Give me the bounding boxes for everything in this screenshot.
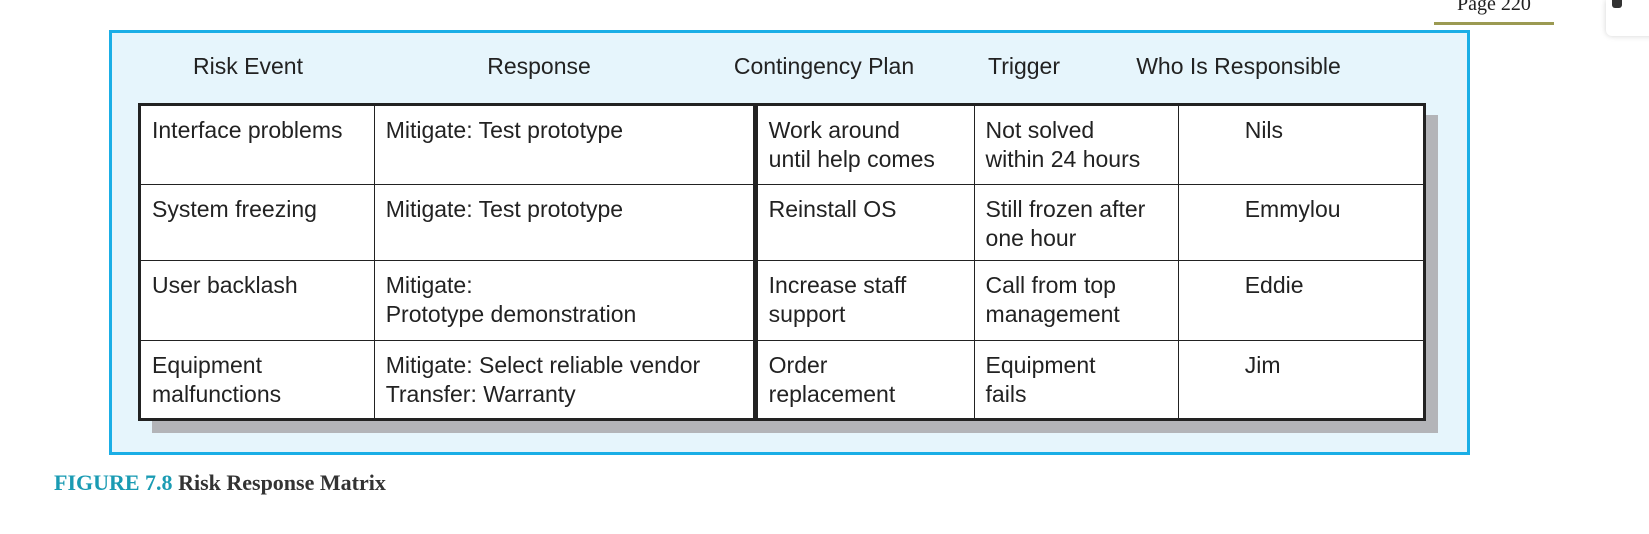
corner-widget[interactable] — [1606, 0, 1649, 36]
table-row: User backlash Mitigate: Prototype demons… — [139, 260, 1426, 341]
cell-who-is-responsible: Eddie — [1177, 260, 1426, 341]
corner-tool-icon — [1612, 0, 1622, 8]
header-who-is-responsible: Who Is Responsible — [1136, 53, 1341, 79]
figure-title: Risk Response Matrix — [178, 470, 386, 495]
cell-contingency-plan: Increase staff support — [752, 260, 975, 341]
table-row: System freezing Mitigate: Test prototype… — [139, 184, 1426, 262]
cell-contingency-plan: Work around until help comes — [752, 103, 975, 186]
cell-trigger: Equipment fails — [973, 339, 1179, 421]
cell-risk-event: System freezing — [139, 184, 375, 262]
figure-caption: FIGURE 7.8 Risk Response Matrix — [54, 468, 386, 498]
header-response: Response — [487, 53, 591, 79]
table-row: Equipment malfunctions Mitigate: Select … — [139, 339, 1426, 421]
cell-risk-event: Interface problems — [139, 103, 375, 186]
cell-who-is-responsible: Emmylou — [1177, 184, 1426, 262]
table-row: Interface problems Mitigate: Test protot… — [139, 103, 1426, 186]
cell-response: Mitigate: Test prototype — [373, 184, 756, 262]
cell-who-is-responsible: Jim — [1177, 339, 1426, 421]
cell-response: Mitigate: Prototype demonstration — [373, 260, 756, 341]
page-number: Page 220 — [1434, 0, 1554, 25]
header-contingency-plan: Contingency Plan — [733, 53, 915, 79]
cell-response: Mitigate: Test prototype — [373, 103, 756, 186]
risk-response-matrix: Interface problems Mitigate: Test protot… — [138, 103, 1426, 421]
cell-trigger: Call from top management — [973, 260, 1179, 341]
header-trigger: Trigger — [988, 53, 1060, 79]
figure-number: FIGURE 7.8 — [54, 470, 173, 495]
cell-trigger: Still frozen after one hour — [973, 184, 1179, 262]
cell-risk-event: Equipment malfunctions — [139, 339, 375, 421]
figure-panel: Risk Event Response Contingency Plan Tri… — [109, 30, 1470, 455]
cell-who-is-responsible: Nils — [1177, 103, 1426, 186]
cell-response: Mitigate: Select reliable vendor Transfe… — [373, 339, 756, 421]
cell-risk-event: User backlash — [139, 260, 375, 341]
cell-contingency-plan: Reinstall OS — [752, 184, 975, 262]
cell-contingency-plan: Order replacement — [752, 339, 975, 421]
header-risk-event: Risk Event — [193, 53, 303, 79]
cell-trigger: Not solved within 24 hours — [973, 103, 1179, 186]
